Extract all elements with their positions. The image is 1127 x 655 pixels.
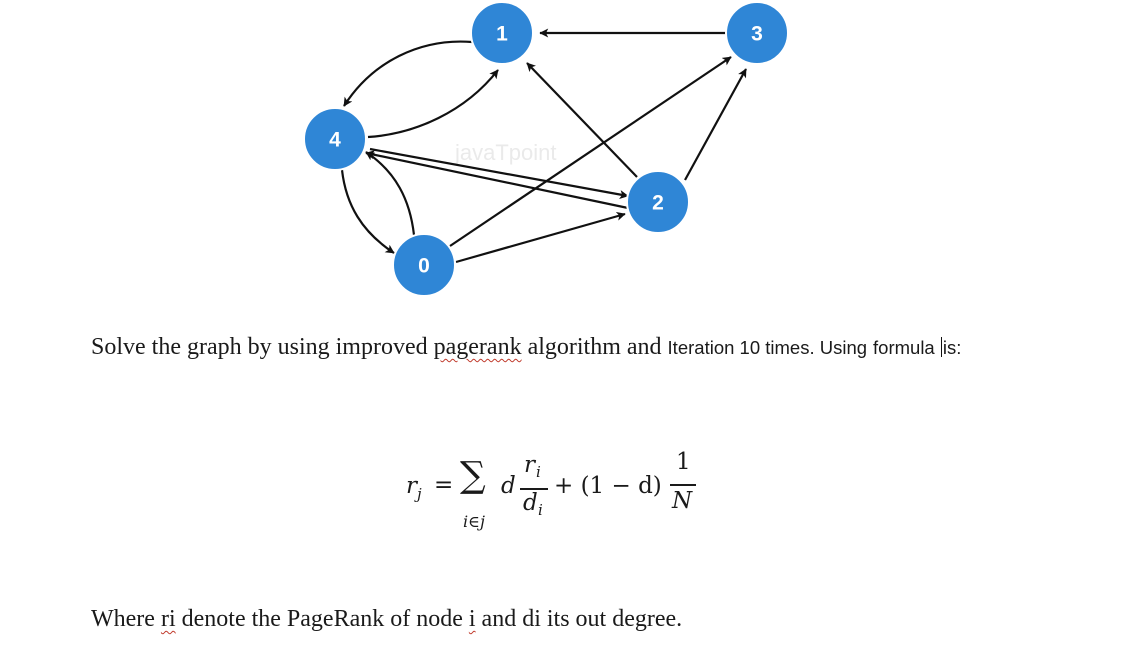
- text-cursor: [940, 337, 942, 357]
- pagerank-formula: r j = ∑ i∈j d r i d i + (1 − d) 1 N: [400, 446, 720, 536]
- edge-2-to-4: [365, 150, 629, 210]
- node-3: 3: [725, 1, 789, 65]
- node-2: 2: [626, 170, 690, 234]
- edge-2-to-3: [684, 68, 747, 181]
- formula-sum: ∑: [460, 455, 486, 496]
- formula-one: 1: [676, 449, 691, 475]
- definition-statement: Where ri denote the PageRank of node i a…: [91, 603, 1011, 635]
- edge-0-to-2: [455, 211, 626, 264]
- definition-i: i: [468, 606, 476, 632]
- formula-sum-sub: i∈j: [463, 512, 485, 531]
- node-1: 1: [470, 1, 534, 65]
- watermark: javaTpoint: [454, 140, 557, 165]
- formula-num-sub: i: [536, 463, 541, 481]
- node-4-label: 4: [329, 129, 341, 152]
- graph-diagram: javaTpoint 1 3 4 2 0: [303, 1, 789, 297]
- formula-N: N: [672, 488, 693, 514]
- formula-den-sub: i: [538, 501, 543, 519]
- edge-0-to-4: [365, 151, 416, 236]
- edge-1-to-4: [343, 40, 473, 107]
- formula-d: d: [501, 473, 516, 499]
- statement-iteration: Iteration 10 times. Using: [667, 337, 868, 358]
- statement-formula: formula: [873, 337, 935, 358]
- node-4: 4: [303, 107, 367, 171]
- definition-where: Where: [91, 606, 155, 632]
- definition-mid: denote the PageRank of node: [181, 606, 463, 632]
- edge-4-to-0: [340, 169, 395, 254]
- formula-lhs-sub: j: [417, 485, 422, 503]
- problem-statement: Solve the graph by using improved pagera…: [91, 331, 1011, 364]
- statement-pagerank: pagerank: [433, 334, 522, 360]
- definition-ri: ri: [160, 606, 176, 632]
- node-1-label: 1: [496, 23, 508, 46]
- formula-den: d: [523, 490, 538, 516]
- node-0-label: 0: [418, 255, 430, 278]
- formula-frac-bar-2: [670, 484, 696, 486]
- node-2-label: 2: [652, 192, 664, 215]
- statement-algorithm: algorithm and: [527, 334, 662, 360]
- statement-solve: Solve the graph by using improved: [91, 334, 428, 360]
- statement-is: is:: [942, 337, 962, 358]
- edge-2-to-1: [526, 62, 638, 178]
- formula-plus-term: + (1 − d): [554, 473, 662, 499]
- formula-equals: =: [434, 472, 454, 498]
- formula-frac-bar-1: [520, 488, 548, 490]
- node-0: 0: [392, 233, 456, 297]
- edge-0-to-3: [449, 56, 732, 247]
- formula-num: r: [524, 452, 535, 478]
- edge-4-to-1: [367, 69, 499, 139]
- node-3-label: 3: [751, 23, 763, 46]
- formula-lhs: r: [406, 473, 417, 499]
- edge-4-to-2: [369, 147, 629, 199]
- definition-end: and di its out degree.: [481, 606, 683, 632]
